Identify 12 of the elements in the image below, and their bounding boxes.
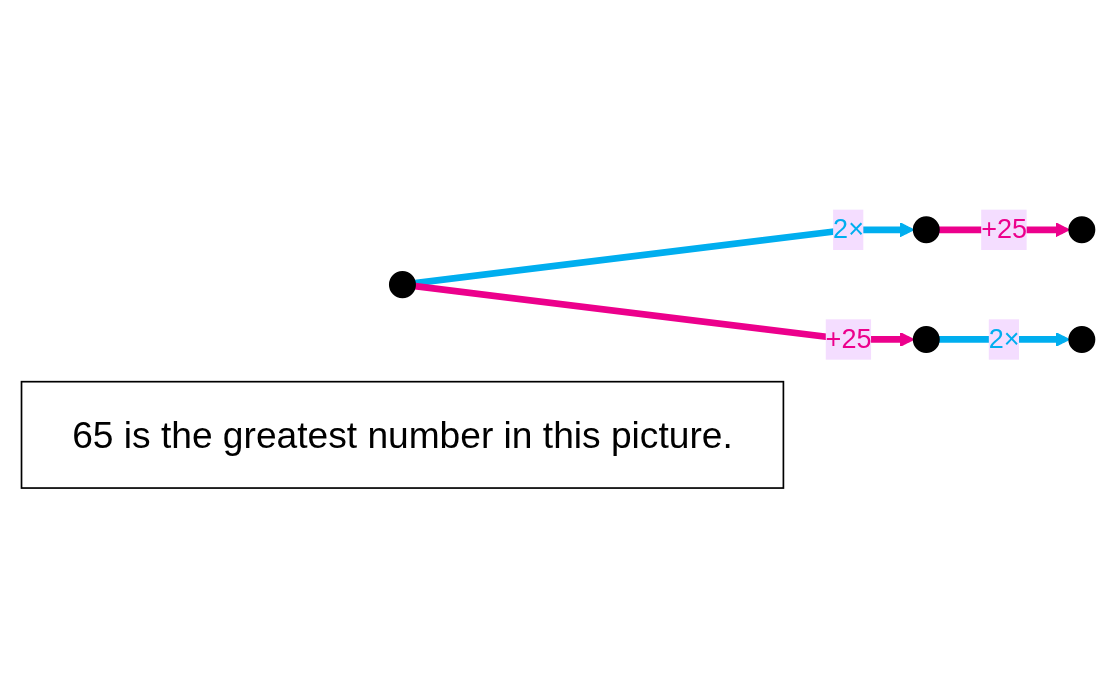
edge-label: +25 (825, 324, 871, 354)
node-circle (912, 326, 940, 354)
edge-label: +25 (980, 214, 1027, 244)
node-circle (388, 271, 416, 299)
edge-label: 2× (832, 214, 864, 244)
node-circle (912, 216, 940, 244)
arrow (414, 283, 914, 348)
node-circle (1067, 326, 1095, 354)
node-circle (1067, 216, 1095, 244)
edge-label: 2× (988, 324, 1019, 354)
arrow (414, 222, 914, 287)
node-box: 65 is the greatest number in this picture. (20, 381, 784, 490)
